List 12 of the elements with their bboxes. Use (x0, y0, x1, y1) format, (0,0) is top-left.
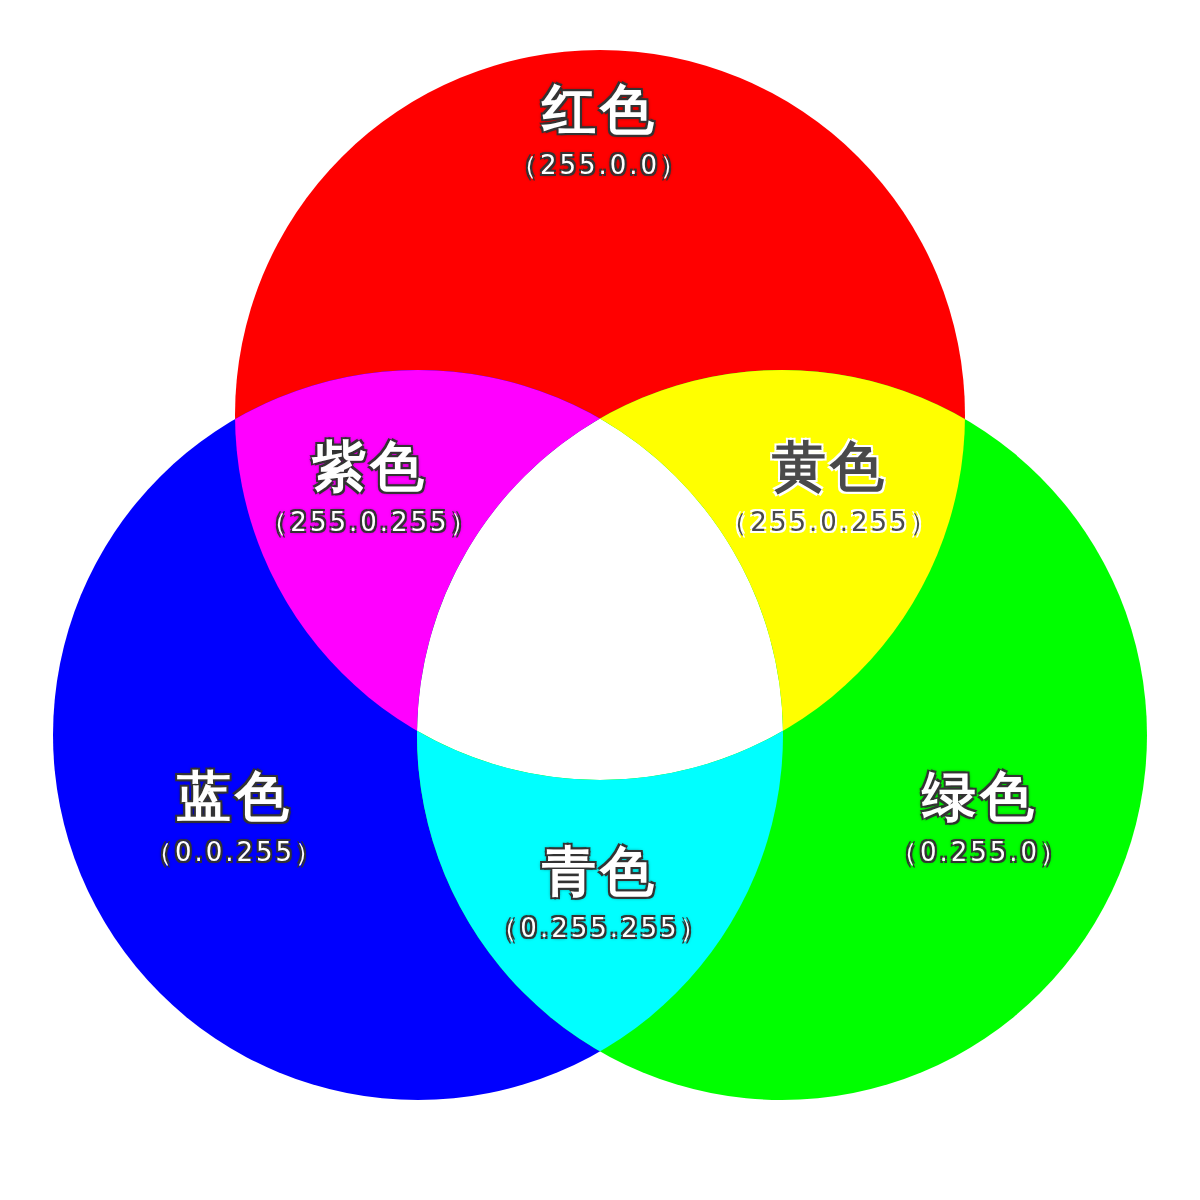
region-title: 青色 (542, 838, 658, 905)
rgb-value: （255.0.255） (721, 505, 939, 539)
region-title: 红色 (542, 76, 658, 143)
rgb-value: （255.0.0） (510, 148, 690, 182)
region-title: 绿色 (922, 763, 1038, 830)
rgb-value: （255.0.255） (261, 505, 479, 539)
region-title: 黄色 (772, 433, 888, 500)
rgb-value: （0.255.255） (491, 911, 709, 945)
region-title: 紫色 (312, 433, 428, 500)
rgb-value: （0.0.255） (145, 835, 325, 869)
region-title: 蓝色 (177, 763, 293, 830)
rgb-value: （0.255.0） (890, 835, 1070, 869)
